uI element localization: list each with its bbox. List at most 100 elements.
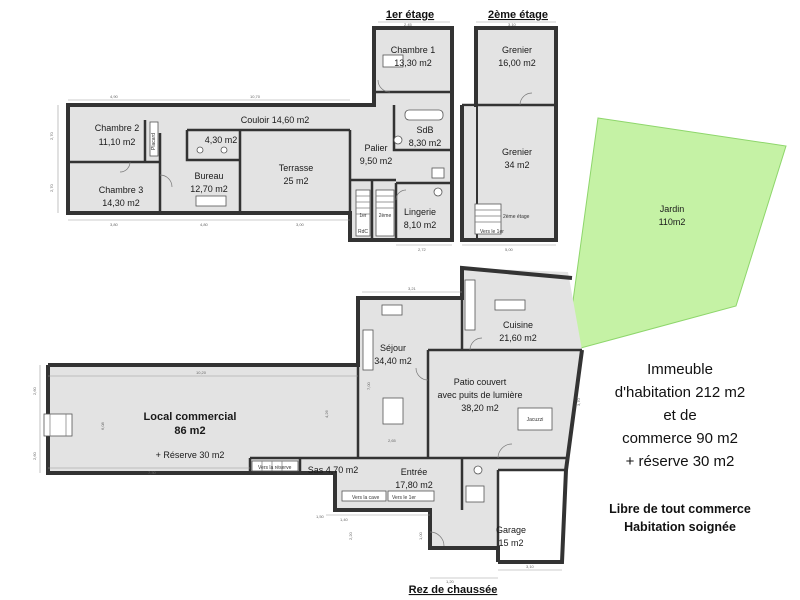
room-couloir: Couloir 14,60 m2	[241, 115, 310, 125]
ground-floor-outer-wall-right	[498, 349, 584, 564]
room-garage-name: Garage	[496, 525, 526, 535]
info-line-3: et de	[663, 407, 696, 424]
room-sas: Sas 4,70 m2	[308, 465, 359, 475]
door-arc	[395, 189, 407, 201]
stair-label-2eme: 2ème	[379, 213, 392, 219]
info-bold-1: Libre de tout commerce	[609, 502, 751, 516]
room-lingerie-area: 8,10 m2	[404, 220, 437, 230]
room-grenier1-name: Grenier	[502, 45, 532, 55]
stairs-to-first	[387, 490, 435, 502]
header-ground-floor: Rez de chaussée	[409, 584, 498, 596]
ground-floor: Jacuzzi Vers la réserve Vers la cave Ver…	[32, 265, 584, 584]
room-lingerie-name: Lingerie	[404, 207, 436, 217]
door-arc	[159, 174, 173, 188]
door-arc	[119, 161, 131, 173]
room-grenier2-name: Grenier	[502, 147, 532, 157]
room-cuisine-area: 21,60 m2	[499, 333, 537, 343]
dimension-label: 4,90	[110, 94, 119, 99]
dimension-label: 3,21	[408, 286, 417, 291]
dimension-label: 2,60	[32, 451, 37, 460]
second-floor: 2ème étage Vers le 1er Grenier 16,00 m2 …	[460, 21, 558, 252]
dimension-label: 2,60	[32, 386, 37, 395]
garden-area	[565, 117, 787, 353]
placard-label: Placard	[151, 133, 157, 150]
sink-icon	[393, 135, 403, 145]
wc-icon	[196, 146, 204, 154]
dimension-label: 2,45	[404, 22, 413, 27]
room-local-area: 86 m2	[174, 425, 205, 437]
garden-label: Jardin	[660, 204, 685, 214]
room-sdb-area: 8,30 m2	[409, 138, 442, 148]
room-chambre2-name: Chambre 2	[95, 123, 140, 133]
dimension-label: 1,00	[418, 531, 423, 540]
header-first-floor: 1er étage	[386, 9, 434, 21]
dimension-label: 3,70	[576, 397, 581, 406]
ground-floor-outer-wall-bottom	[46, 365, 500, 562]
room-chambre2-area: 11,10 m2	[99, 137, 136, 147]
room-patio-name: Patio couvert	[454, 377, 507, 387]
dimension-label: 4,80	[200, 222, 209, 227]
room-entree-name: Entrée	[401, 467, 428, 477]
room-sejour-area: 34,40 m2	[374, 356, 412, 366]
toilet-icon	[473, 465, 483, 475]
dining-table-icon	[382, 397, 404, 425]
info-line-2: d'habitation 212 m2	[615, 384, 745, 401]
placard-closet	[149, 121, 159, 157]
desk-icon	[195, 195, 227, 207]
local-commercial-floor	[48, 365, 358, 473]
stair-label-1er: 1er	[359, 213, 367, 219]
room-sejour-name: Séjour	[380, 343, 406, 353]
door-arc	[429, 531, 445, 547]
door-arc	[415, 367, 429, 381]
door-arc	[497, 443, 513, 459]
stairs-to-second	[375, 189, 395, 237]
room-palier-area: 9,50 m2	[360, 156, 393, 166]
stairs-to-cave	[341, 490, 387, 502]
wc-sink-icon	[220, 146, 228, 154]
bathtub-icon	[404, 109, 444, 121]
stair-label-rdc: RdC	[358, 229, 368, 235]
dimension-label: 2,65	[388, 438, 397, 443]
dimension-label: 7,30	[148, 470, 157, 475]
washing-machine-icon	[431, 167, 445, 179]
room-local-reserve: + Réserve 30 m2	[156, 450, 225, 460]
bed-icon	[382, 54, 404, 68]
dimension-label: 3,10	[508, 22, 517, 27]
header-second-floor: 2ème étage	[488, 9, 548, 21]
room-chambre3-area: 14,30 m2	[102, 198, 140, 208]
kitchen-counter-icon	[464, 279, 476, 331]
ground-floor-main-floor	[335, 268, 582, 548]
room-sdb-name: SdB	[416, 125, 433, 135]
room-patio-area: 38,20 m2	[461, 403, 499, 413]
shop-entrance	[43, 413, 73, 437]
dimension-label: 7,00	[366, 381, 371, 390]
dimension-label: 1,20	[446, 579, 455, 584]
sink-icon	[465, 485, 485, 503]
dimension-label: 1,40	[340, 517, 349, 522]
stair-label-vers-reserve: Vers la réserve	[258, 465, 292, 471]
info-line-1: Immeuble	[647, 361, 713, 378]
jacuzzi-icon	[517, 407, 553, 431]
room-terrasse-name: Terrasse	[279, 163, 314, 173]
stair-label-vers-cave: Vers la cave	[352, 495, 379, 501]
kitchen-table-icon	[494, 299, 526, 311]
room-terrasse-area: 25 m2	[283, 176, 308, 186]
info-line-5: + réserve 30 m2	[626, 453, 735, 470]
room-grenier1-area: 16,00 m2	[498, 58, 536, 68]
stairs-to-reserve	[251, 460, 299, 472]
room-bureau-name: Bureau	[194, 171, 223, 181]
room-entree-area: 17,80 m2	[395, 480, 433, 490]
ground-floor-outer-wall-top	[48, 265, 573, 367]
room-patio-desc: avec puits de lumière	[437, 390, 522, 400]
dimension-label: 4,26	[324, 409, 329, 418]
info-line-4: commerce 90 m2	[622, 430, 738, 447]
fireplace-icon	[381, 304, 403, 316]
dimension-label: 5,00	[505, 247, 514, 252]
room-chambre3-name: Chambre 3	[99, 185, 144, 195]
dimension-label: 2,70	[49, 183, 54, 192]
first-floor-outer-wall	[66, 26, 454, 242]
toilet-icon	[433, 187, 443, 197]
info-bold-2: Habitation soignée	[624, 520, 736, 534]
stairs-first-floor	[355, 189, 371, 237]
stair-label-vers-1er: Vers le 1er	[480, 229, 504, 235]
